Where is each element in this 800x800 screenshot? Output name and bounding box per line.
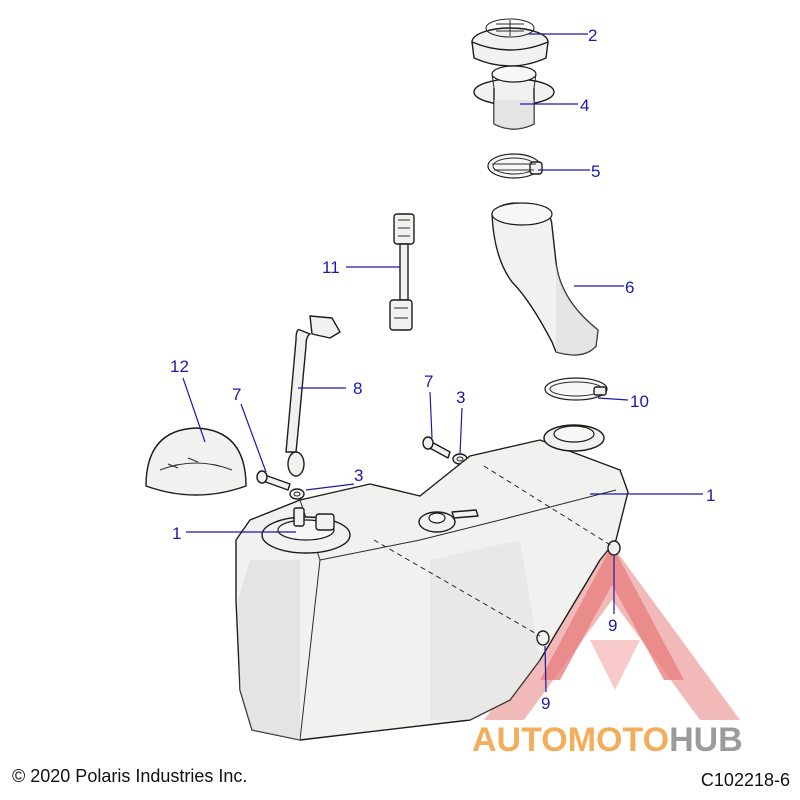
callout-7-left: 7 xyxy=(232,385,241,404)
wire-harness xyxy=(389,213,415,331)
watermark-logo xyxy=(484,545,740,720)
grommet-lower xyxy=(536,630,550,646)
vent-hose xyxy=(285,315,341,477)
assembly-line-upper xyxy=(483,465,613,547)
callout-5: 5 xyxy=(591,162,600,181)
callout-10: 10 xyxy=(630,392,649,411)
callout-9-upper: 9 xyxy=(608,616,617,635)
callout-6: 6 xyxy=(625,278,634,297)
callout-3-left: 3 xyxy=(354,466,363,485)
leader-lines xyxy=(182,33,703,693)
callout-11: 11 xyxy=(322,258,340,277)
foam-dome xyxy=(145,427,247,496)
filler-hose xyxy=(491,202,599,356)
callout-12: 12 xyxy=(170,357,189,376)
copyright-notice: © 2020 Polaris Industries Inc. xyxy=(12,766,248,786)
washer-left xyxy=(289,488,305,500)
filler-neck xyxy=(473,65,555,130)
watermark-text: AUTOMOTOHUB xyxy=(472,721,743,759)
hose-clamp-large xyxy=(544,377,608,401)
callout-7-right: 7 xyxy=(424,372,433,391)
callout-8: 8 xyxy=(353,379,362,398)
callout-3-right: 3 xyxy=(456,388,465,407)
watermark-text-hub: HUB xyxy=(669,721,743,759)
bolt-right xyxy=(422,436,451,459)
grommet-upper xyxy=(607,540,621,556)
callout-1-left: 1 xyxy=(172,524,181,543)
drawing-number: C102218-6 xyxy=(700,770,790,790)
fuel-cap xyxy=(471,18,549,67)
callout-4: 4 xyxy=(580,96,589,115)
bolt-left xyxy=(256,470,291,491)
hose-clamp-small xyxy=(487,153,543,179)
callout-2: 2 xyxy=(588,26,597,45)
watermark-text-automoto: AUTOMOTO xyxy=(472,721,669,759)
callout-1-right: 1 xyxy=(706,486,715,505)
callout-9-lower: 9 xyxy=(541,694,550,713)
assembly-line-lower xyxy=(373,539,541,637)
fuel-tank xyxy=(235,424,629,741)
